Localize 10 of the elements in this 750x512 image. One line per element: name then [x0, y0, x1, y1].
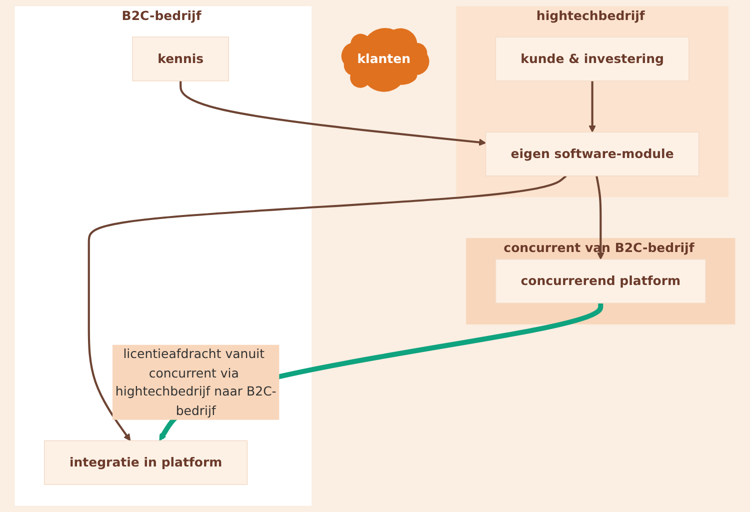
node-box: kennis [132, 36, 230, 82]
arrow [588, 80, 596, 132]
node-box: eigen software-module [485, 132, 700, 176]
arrow [88, 175, 567, 442]
arrow [596, 176, 604, 260]
node-box: concurrerend platform [495, 258, 706, 304]
arrow [180, 80, 486, 146]
edge-label: licentieafdracht vanuit concurrent via hightechbedrijf naar B2C-bedrijf [115, 346, 276, 418]
node-box: integratie in platform [44, 440, 248, 485]
node-box: kunde & investering [495, 36, 690, 82]
